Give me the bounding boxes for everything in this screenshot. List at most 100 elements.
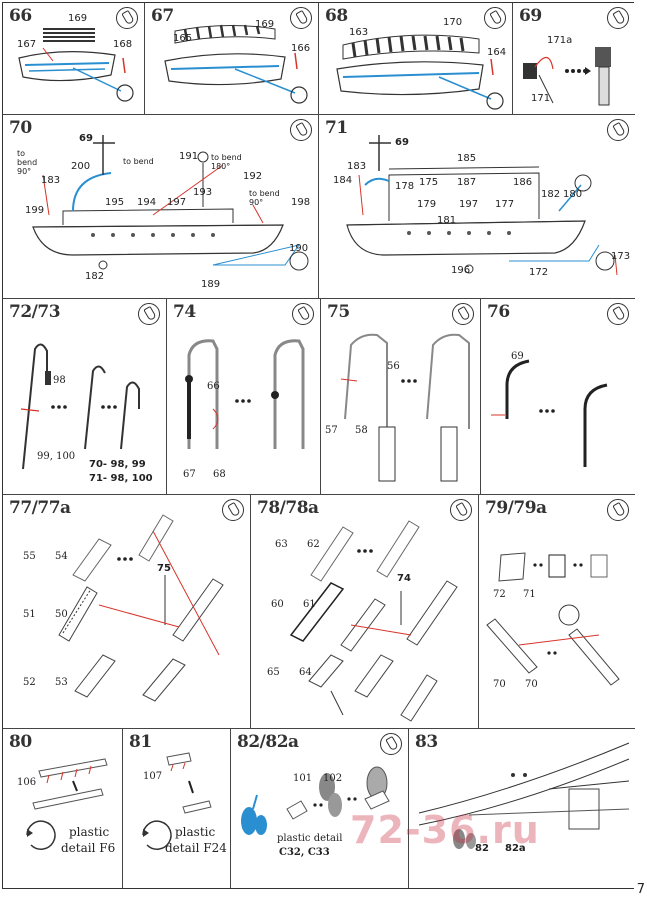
glue-icon	[380, 733, 402, 755]
part-54: 54	[55, 551, 68, 562]
part-198: 198	[291, 197, 311, 208]
step-number: 79/79a	[485, 498, 547, 518]
part-82a: 82a	[505, 843, 526, 854]
part-175: 175	[419, 177, 439, 188]
step-number: 72/73	[9, 302, 61, 322]
step-78-78a-panel: 78/78a 63 62 74 60 61 65 64	[251, 495, 479, 729]
plastic-detail-codes: C32, C33	[279, 847, 330, 858]
propeller-drawing	[241, 766, 390, 835]
part-68: 68	[213, 469, 226, 480]
part-70b: 70	[525, 679, 538, 690]
glue-icon	[607, 303, 629, 325]
step-72-73-panel: 72/73 98 99, 100 70- 98, 99 71- 98, 100	[3, 299, 167, 495]
glue-icon	[450, 499, 472, 521]
note-bend: to bend	[123, 157, 154, 166]
step-81-panel: 81 107 plastic detail F24	[123, 729, 231, 888]
glue-icon	[452, 303, 474, 325]
part-98: 98	[53, 375, 66, 386]
part-101: 101	[293, 773, 313, 784]
part-61: 61	[303, 599, 316, 610]
glue-icon	[292, 303, 314, 325]
ref-71: 71- 98, 100	[89, 473, 153, 484]
part-169: 169	[68, 13, 88, 24]
step-number: 69	[519, 6, 542, 26]
part-drawing	[142, 752, 212, 850]
part-75: 75	[157, 563, 171, 574]
part-71: 71	[523, 589, 536, 600]
part-186: 186	[513, 177, 533, 188]
part-177: 177	[495, 199, 515, 210]
part-173: 173	[611, 251, 631, 262]
part-55: 55	[23, 551, 36, 562]
part-drawing	[26, 758, 108, 850]
step-68-panel: 68 163 170 164	[319, 3, 513, 115]
step-number: 76	[487, 302, 510, 322]
step-83-panel: 83 82 82a	[409, 729, 635, 888]
part-180: 180	[563, 189, 583, 200]
part-66: 66	[207, 381, 220, 392]
part-167: 167	[17, 39, 37, 50]
step-75-panel: 75 56 57 58	[321, 299, 481, 495]
glue-icon	[290, 119, 312, 141]
part-102: 102	[323, 773, 343, 784]
boat-drawing	[18, 28, 134, 102]
step-76-panel: 76 69	[481, 299, 635, 495]
step-70-panel: 70 69 200 183 199 195 194 191 193 192 19	[3, 115, 319, 299]
part-67: 67	[183, 469, 196, 480]
step-71-panel: 71 69 185 183 184 178 175 187 186 182 18	[319, 115, 635, 299]
instruction-sheet: 66 169 167 168 67	[2, 2, 635, 889]
part-64: 64	[299, 667, 312, 678]
davit-drawing	[491, 359, 608, 467]
part-62: 62	[307, 539, 320, 550]
ref-70: 70- 98, 99	[89, 459, 146, 470]
part-169: 169	[255, 19, 275, 30]
step-number: 77/77a	[9, 498, 71, 518]
part-179: 179	[417, 199, 437, 210]
step-number: 70	[9, 118, 32, 138]
step-number: 71	[325, 118, 348, 138]
part-69: 69	[511, 351, 524, 362]
step-74-panel: 74 66 67 68	[167, 299, 321, 495]
step-77-77a-panel: 77/77a 55 54 75 51 50 52 53	[3, 495, 251, 729]
ladder-drawing	[289, 520, 458, 722]
part-197: 197	[459, 199, 479, 210]
ladder-drawing	[486, 552, 620, 686]
plastic-detail-note: detail F6	[61, 841, 116, 855]
part-165: 165	[173, 33, 193, 44]
glue-icon	[290, 7, 312, 29]
part-74: 74	[397, 573, 411, 584]
note-bend-90-b: to bend 90°	[249, 189, 280, 207]
boat-drawing	[336, 34, 504, 110]
part-171a: 171a	[547, 35, 573, 46]
part-107: 107	[143, 771, 163, 782]
plastic-detail-note: plastic detail	[277, 833, 343, 844]
part-187: 187	[457, 177, 477, 188]
part-82: 82	[475, 843, 489, 854]
step-number: 80	[9, 732, 32, 752]
note-bend-90: to bend 90°	[17, 149, 38, 176]
plastic-note: plastic	[69, 825, 110, 839]
part-191: 191	[179, 151, 199, 162]
part-163: 163	[349, 27, 369, 38]
step-82-82a-panel: 82/82a 101 102 plastic detail C32, C33	[231, 729, 409, 888]
part-50: 50	[55, 609, 68, 620]
part-99-100: 99, 100	[37, 451, 76, 462]
step-80-panel: 80 106 plastic detail F6	[3, 729, 123, 888]
step-69-panel: 69 171a 171	[513, 3, 635, 115]
step-79-79a-panel: 79/79a 72 71 70 70	[479, 495, 635, 729]
part-69: 69	[395, 137, 409, 148]
step-number: 78/78a	[257, 498, 319, 518]
page-number: 7	[636, 882, 645, 897]
part-199: 199	[25, 205, 45, 216]
part-56: 56	[387, 361, 400, 372]
glue-icon	[138, 303, 160, 325]
part-58: 58	[355, 425, 368, 436]
part-182: 182	[85, 271, 105, 282]
part-185: 185	[457, 153, 477, 164]
note-bend-180: to bend 180°	[211, 153, 242, 171]
part-190: 190	[289, 243, 309, 254]
glue-icon	[222, 499, 244, 521]
part-182: 182	[541, 189, 561, 200]
part-53: 53	[55, 677, 68, 688]
glue-icon	[607, 119, 629, 141]
